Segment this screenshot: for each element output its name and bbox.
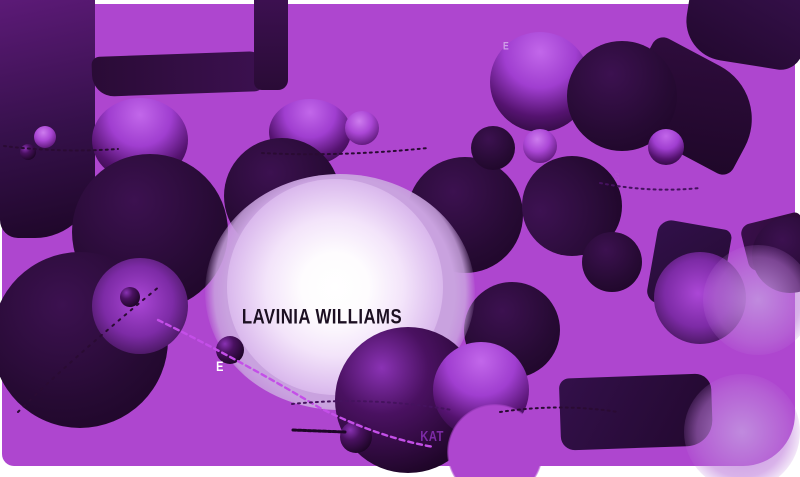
shadow-slab xyxy=(254,0,288,90)
bubble-node[interactable] xyxy=(340,421,372,453)
node-label-fragment: KAT xyxy=(417,430,447,445)
shadow-slab xyxy=(91,51,265,97)
bubble-node[interactable] xyxy=(92,258,188,354)
bubble-node[interactable] xyxy=(684,374,800,477)
node-label-fragment-text: E xyxy=(216,358,224,374)
node-label-fragment-text: S xyxy=(613,171,621,184)
node-label-fragment: E xyxy=(502,40,510,53)
bubble-node[interactable] xyxy=(703,245,800,355)
bubble-node[interactable] xyxy=(120,287,140,307)
node-label-fragment: E xyxy=(215,359,225,373)
bubble-node[interactable] xyxy=(20,144,36,160)
bubble-node[interactable] xyxy=(34,126,56,148)
bubble-node[interactable] xyxy=(582,232,642,292)
bubble-node[interactable] xyxy=(522,156,622,256)
bubble-node[interactable] xyxy=(447,404,543,477)
node-label-fragment-text: E xyxy=(502,40,510,53)
bubble-node[interactable] xyxy=(471,126,515,170)
central-node-label-text: LAVINIA WILLIAMS xyxy=(241,304,403,329)
node-label-fragment-text: KAT xyxy=(420,428,444,445)
node-label-fragment: S xyxy=(613,171,621,184)
central-node-label[interactable]: LAVINIA WILLIAMS xyxy=(219,306,424,328)
bubble-node[interactable] xyxy=(345,111,379,145)
bubble-node[interactable] xyxy=(523,129,557,163)
bubble-node[interactable] xyxy=(648,129,684,165)
